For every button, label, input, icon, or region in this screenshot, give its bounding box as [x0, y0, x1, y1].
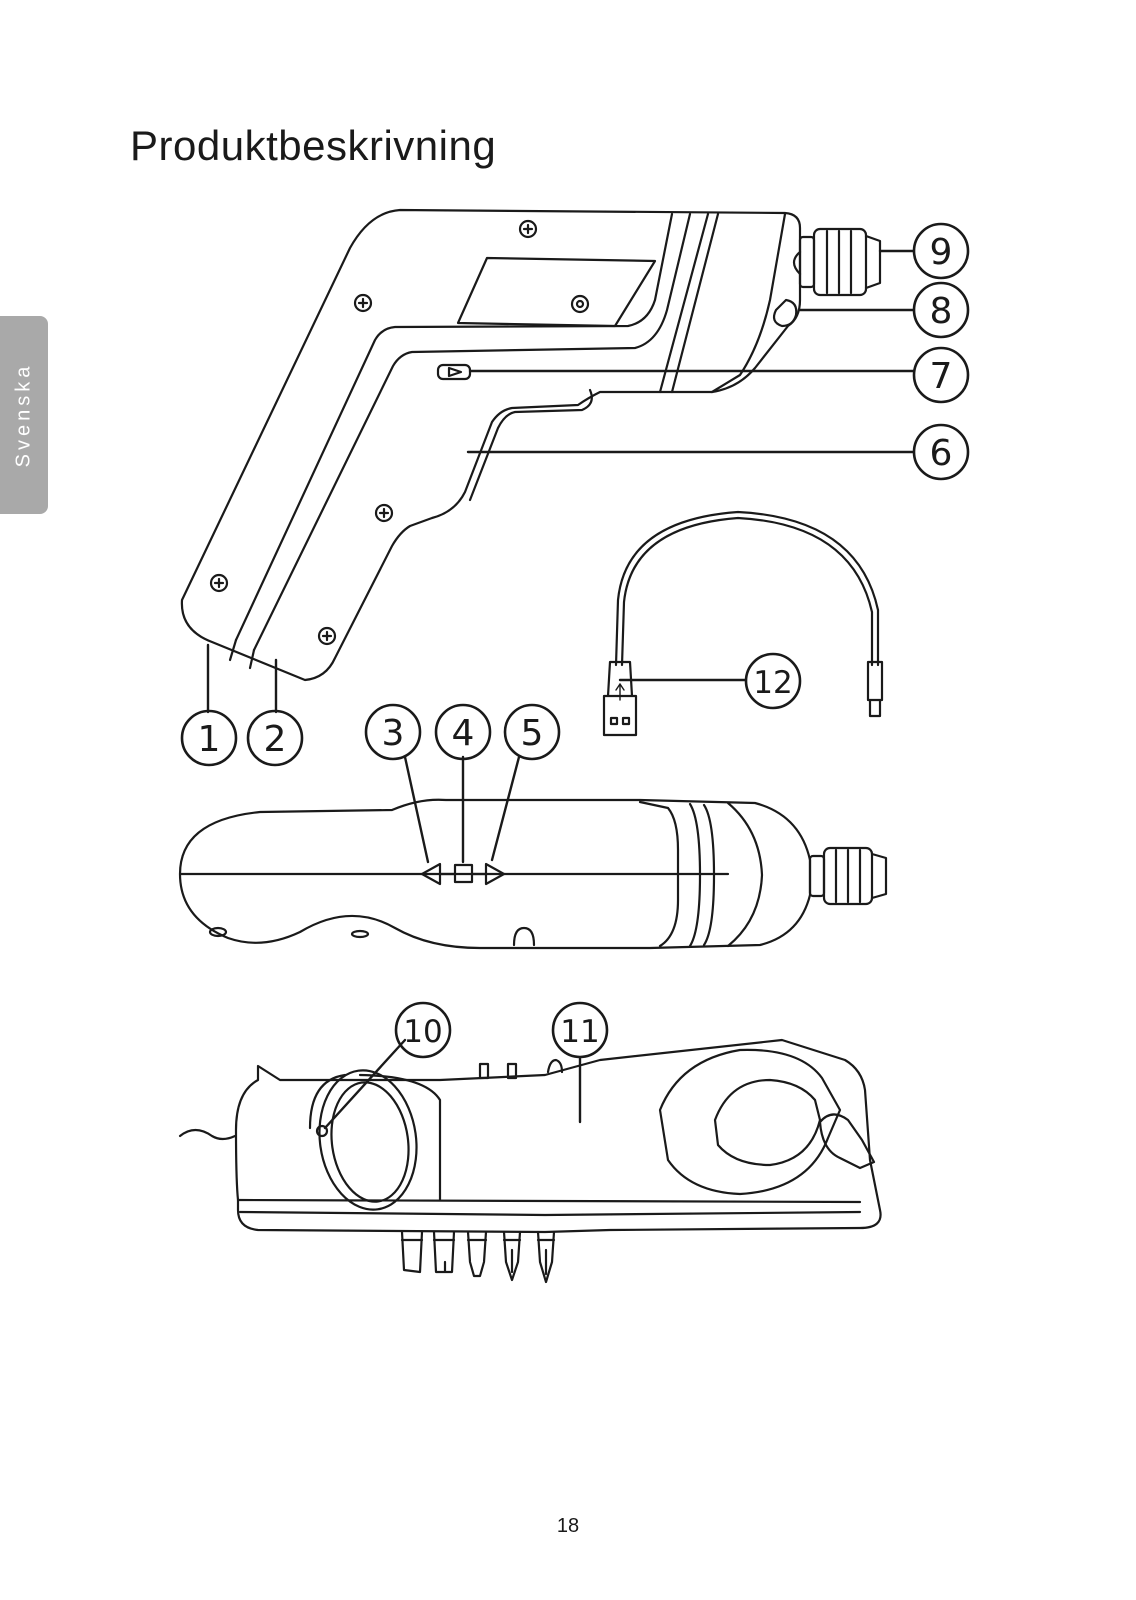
usb-symbol-icon	[616, 684, 624, 700]
screw-icon	[211, 575, 227, 591]
side-stripe-2	[672, 214, 718, 392]
callout-1: 1	[182, 711, 236, 765]
stand-peg	[480, 1064, 488, 1078]
callout-8: 8	[914, 283, 968, 337]
stand-base-outline	[236, 1040, 881, 1232]
label-window	[458, 258, 655, 326]
top-panel	[236, 214, 672, 640]
top-view-chuck	[810, 848, 886, 904]
screw-icon	[572, 296, 588, 312]
screw-icon	[520, 221, 536, 237]
nose-panel	[712, 214, 785, 392]
callout-7: 7	[914, 348, 968, 402]
svg-text:4: 4	[452, 713, 475, 754]
charging-contact	[514, 928, 534, 945]
svg-text:1: 1	[198, 719, 221, 760]
bit-chuck	[794, 229, 880, 295]
svg-text:5: 5	[521, 713, 544, 754]
callout-10: 10	[396, 1003, 450, 1057]
chuck-rest	[820, 1114, 874, 1168]
svg-text:8: 8	[930, 291, 953, 332]
usb-cable	[604, 512, 882, 735]
vent-hole	[210, 928, 226, 936]
callout-4: 4	[436, 705, 490, 759]
screwdriver-recess	[660, 1050, 840, 1194]
callout-11: 11	[553, 1003, 607, 1057]
bit	[434, 1232, 454, 1272]
forward-button	[438, 365, 470, 379]
usb-a-pin	[623, 718, 629, 724]
screw-icon	[376, 505, 392, 521]
svg-text:10: 10	[403, 1014, 442, 1050]
recess-inner	[715, 1080, 820, 1165]
leader-line-5	[492, 757, 519, 860]
screw-icon	[319, 628, 335, 644]
screwdriver-side-view	[182, 210, 880, 680]
callout-3: 3	[366, 705, 420, 759]
callout-6: 6	[914, 425, 968, 479]
svg-text:3: 3	[382, 713, 405, 754]
callout-5: 5	[505, 705, 559, 759]
stand-base-lip	[240, 1212, 860, 1215]
vent-hole	[352, 931, 368, 937]
led-light	[774, 300, 796, 326]
top-panel-inner	[254, 214, 690, 650]
svg-text:7: 7	[930, 356, 953, 397]
page-number: 18	[0, 1515, 1136, 1538]
bit	[402, 1232, 422, 1272]
callout-12: 12	[746, 654, 800, 708]
svg-text:12: 12	[753, 665, 792, 701]
svg-text:9: 9	[930, 232, 953, 273]
usb-c-connector	[868, 662, 882, 716]
forward-arrow-icon	[449, 368, 461, 376]
leader-line-3	[405, 757, 428, 862]
top-view-nose	[728, 803, 762, 946]
svg-text:11: 11	[560, 1014, 599, 1050]
svg-text:6: 6	[930, 433, 953, 474]
svg-text:2: 2	[264, 719, 287, 760]
charging-stand	[180, 1040, 881, 1282]
bit	[468, 1232, 486, 1276]
screwdriver-bits	[402, 1232, 554, 1282]
usb-a-pin	[611, 718, 617, 724]
callout-2: 2	[248, 711, 302, 765]
screwdriver-top-view	[180, 800, 886, 948]
leader-lines	[208, 251, 913, 1128]
screw-icon	[355, 295, 371, 311]
callout-9: 9	[914, 224, 968, 278]
charger-cord	[180, 1130, 235, 1139]
stand-base-lip	[238, 1200, 860, 1202]
usb-cable-wire	[616, 512, 878, 665]
